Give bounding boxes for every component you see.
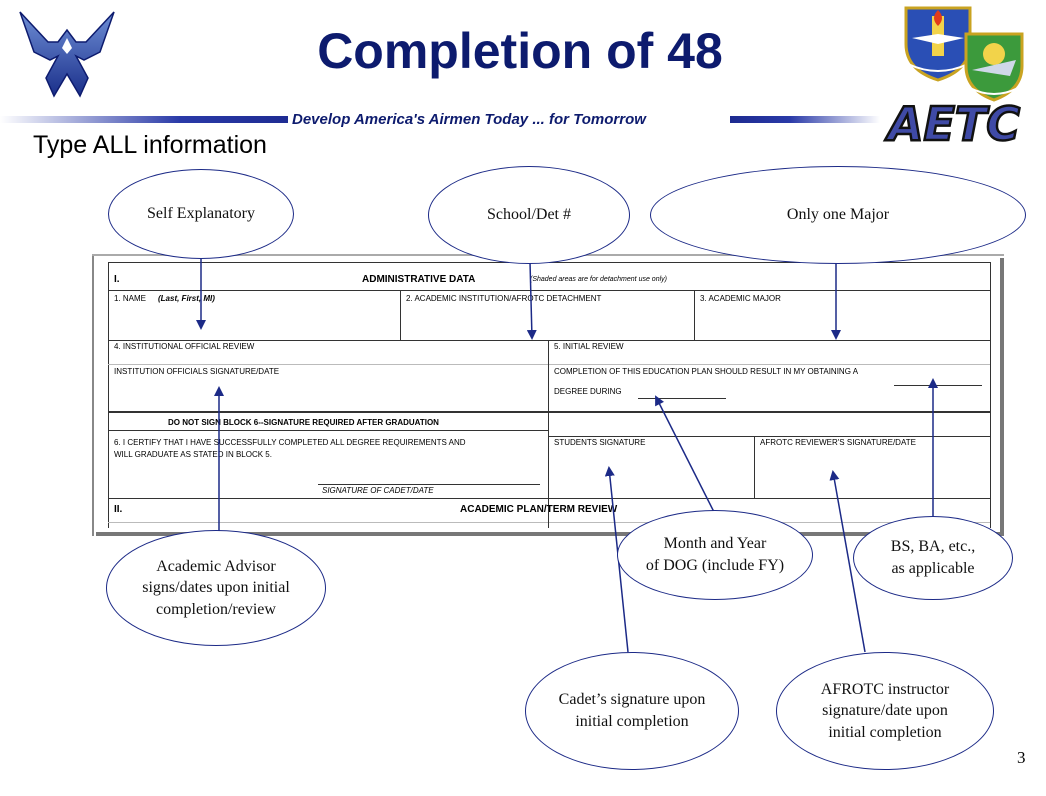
header-bar-right bbox=[730, 116, 880, 123]
arrow-month-year bbox=[655, 395, 715, 513]
slide-number: 3 bbox=[1017, 748, 1026, 767]
tagline: Develop America's Airmen Today ... for T… bbox=[288, 111, 650, 128]
callout-self-explanatory: Self Explanatory bbox=[108, 169, 294, 259]
callout-academic-advisor: Academic Advisor signs/dates upon initia… bbox=[106, 530, 326, 646]
air-university-seal-icon bbox=[964, 32, 1024, 102]
form-section1-title: ADMINISTRATIVE DATA bbox=[362, 274, 476, 285]
aetc-seal-icon bbox=[904, 6, 972, 82]
callout-bs-ba: BS, BA, etc., as applicable bbox=[853, 516, 1013, 600]
aetc-logo: AETC bbox=[884, 96, 1022, 152]
callout-only-one-major: Only one Major bbox=[650, 166, 1026, 264]
callout-school-det: School/Det # bbox=[428, 166, 630, 264]
air-force-symbol-icon bbox=[19, 11, 115, 98]
callout-month-year: Month and Year of DOG (include FY) bbox=[617, 510, 813, 600]
callout-afrotc-instructor: AFROTC instructor signature/date upon in… bbox=[776, 652, 994, 770]
arrow-afrotc-instructor bbox=[829, 470, 866, 653]
form-section2-title: ACADEMIC PLAN/TERM REVIEW bbox=[460, 504, 618, 515]
slide-title: Completion of 48 bbox=[317, 23, 723, 79]
callout-cadet-signature: Cadet’s signature upon initial completio… bbox=[525, 652, 739, 770]
arrow-school-det bbox=[526, 261, 537, 340]
svg-text:AETC: AETC bbox=[885, 97, 1020, 151]
header-bar-left bbox=[0, 116, 300, 123]
slide-subtitle: Type ALL information bbox=[33, 131, 267, 159]
